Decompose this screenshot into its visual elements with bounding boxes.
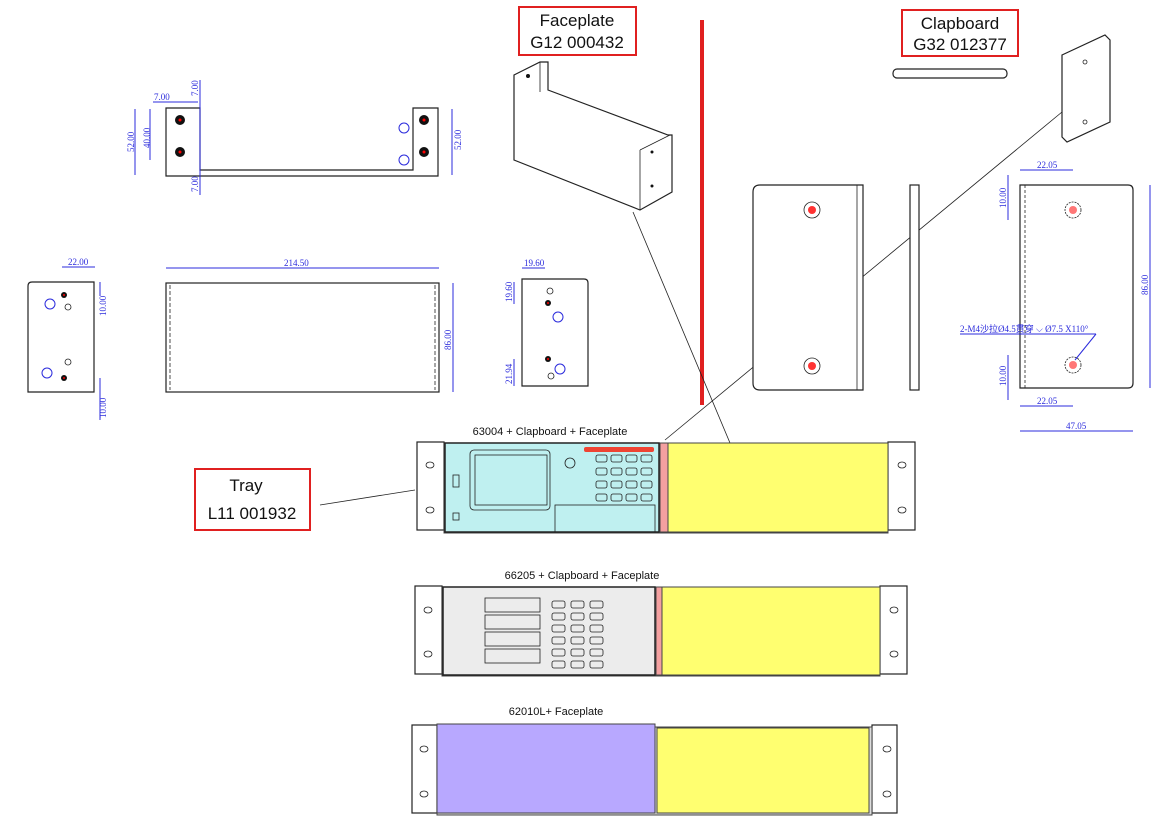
dim-note: 2-M4沙拉Ø4.5貫穿 ⌵ Ø7.5 X110° bbox=[960, 323, 1089, 334]
clapboard-dimension-view: 22.05 22.05 47.05 86.00 10.00 10.00 2-M4… bbox=[960, 160, 1151, 432]
keypad-key bbox=[551, 648, 566, 657]
faceplate-leader-line bbox=[632, 211, 731, 444]
dim-text: 22.00 bbox=[68, 257, 89, 267]
keypad-key bbox=[595, 454, 608, 463]
dim-text: 22.05 bbox=[1037, 160, 1058, 170]
dim-text: 214.50 bbox=[284, 258, 309, 268]
keypad-key bbox=[589, 624, 604, 633]
faceplate-code: G12 000432 bbox=[530, 33, 624, 52]
panel1-caption: 63004 + Clapboard + Faceplate bbox=[473, 426, 628, 438]
keypad-key bbox=[551, 660, 566, 669]
keypad-key bbox=[551, 624, 566, 633]
clapboard-name: Clapboard bbox=[921, 14, 999, 33]
dim-text: 40.00 bbox=[142, 127, 152, 148]
keypad-key bbox=[589, 612, 604, 621]
tray-top-view: 7.00 7.00 7.00 52.00 40.00 52.00 bbox=[126, 80, 463, 195]
keypad-key bbox=[625, 480, 638, 489]
dim-text: 7.00 bbox=[190, 80, 200, 96]
tray-code: L11 001932 bbox=[208, 504, 297, 523]
clapboard-front-view bbox=[752, 184, 920, 391]
keypad-key bbox=[610, 493, 623, 502]
keypad-key bbox=[640, 493, 653, 502]
keypad-key bbox=[570, 660, 585, 669]
dim-text: 22.05 bbox=[1037, 396, 1058, 406]
keypad-key bbox=[570, 648, 585, 657]
dim-text: 47.05 bbox=[1066, 421, 1087, 431]
faceplate-name: Faceplate bbox=[540, 11, 615, 30]
clapboard-label: Clapboard G32 012377 bbox=[901, 9, 1019, 57]
dim-text: 86.00 bbox=[1140, 274, 1150, 295]
dim-text: 7.00 bbox=[154, 92, 170, 102]
keypad-key bbox=[589, 600, 604, 609]
keypad-key bbox=[640, 454, 653, 463]
panel-62010L: 62010L+ Faceplate bbox=[411, 706, 898, 816]
keypad-key bbox=[625, 493, 638, 502]
keypad-key bbox=[589, 660, 604, 669]
keypad-key bbox=[625, 454, 638, 463]
panel-66205: 66205 + Clapboard + Faceplate bbox=[414, 570, 908, 677]
keypad-key bbox=[610, 467, 623, 476]
tray-label: Tray L11 001932 bbox=[194, 468, 311, 531]
dim-text: 86.00 bbox=[443, 329, 453, 350]
dim-text: 10.00 bbox=[98, 397, 108, 418]
tray-name: Tray bbox=[229, 476, 263, 495]
dim-text: 21.94 bbox=[504, 363, 514, 384]
keypad-key bbox=[625, 467, 638, 476]
dim-text: 19.60 bbox=[524, 258, 545, 268]
keypad-key bbox=[570, 636, 585, 645]
keypad-key bbox=[610, 454, 623, 463]
keypad-key bbox=[610, 480, 623, 489]
dim-text: 10.00 bbox=[998, 187, 1008, 208]
keypad-key bbox=[640, 480, 653, 489]
tray-leader-line bbox=[319, 489, 416, 506]
keypad-key bbox=[570, 624, 585, 633]
keypad-key bbox=[551, 612, 566, 621]
dim-text: 19.60 bbox=[504, 281, 514, 302]
keypad-key bbox=[589, 636, 604, 645]
dim-text: 52.00 bbox=[126, 131, 136, 152]
keypad-key bbox=[595, 480, 608, 489]
dim-text: 10.00 bbox=[998, 365, 1008, 386]
faceplate-label: Faceplate G12 000432 bbox=[518, 6, 637, 56]
keypad-key bbox=[570, 600, 585, 609]
keypad-key bbox=[595, 467, 608, 476]
panel-63004: 63004 + Clapboard + Faceplate bbox=[416, 426, 916, 534]
tray-left-view: 22.00 10.00 10.00 bbox=[27, 257, 108, 420]
panel3-caption: 62010L+ Faceplate bbox=[509, 706, 604, 718]
tray-right-view: 19.60 19.60 21.94 bbox=[504, 258, 589, 387]
panel2-caption: 66205 + Clapboard + Faceplate bbox=[505, 570, 660, 582]
keypad-key bbox=[640, 467, 653, 476]
clapboard-code: G32 012377 bbox=[913, 35, 1007, 54]
tray-front-view: 214.50 86.00 bbox=[165, 258, 454, 393]
keypad-key bbox=[570, 612, 585, 621]
dim-text: 10.00 bbox=[98, 295, 108, 316]
keypad-key bbox=[589, 648, 604, 657]
dim-text: 52.00 bbox=[453, 129, 463, 150]
dim-text: 7.00 bbox=[190, 176, 200, 192]
faceplate-3d bbox=[513, 61, 673, 211]
keypad-key bbox=[595, 493, 608, 502]
keypad-key bbox=[551, 636, 566, 645]
clapboard-3d bbox=[892, 34, 1111, 143]
keypad-key bbox=[551, 600, 566, 609]
